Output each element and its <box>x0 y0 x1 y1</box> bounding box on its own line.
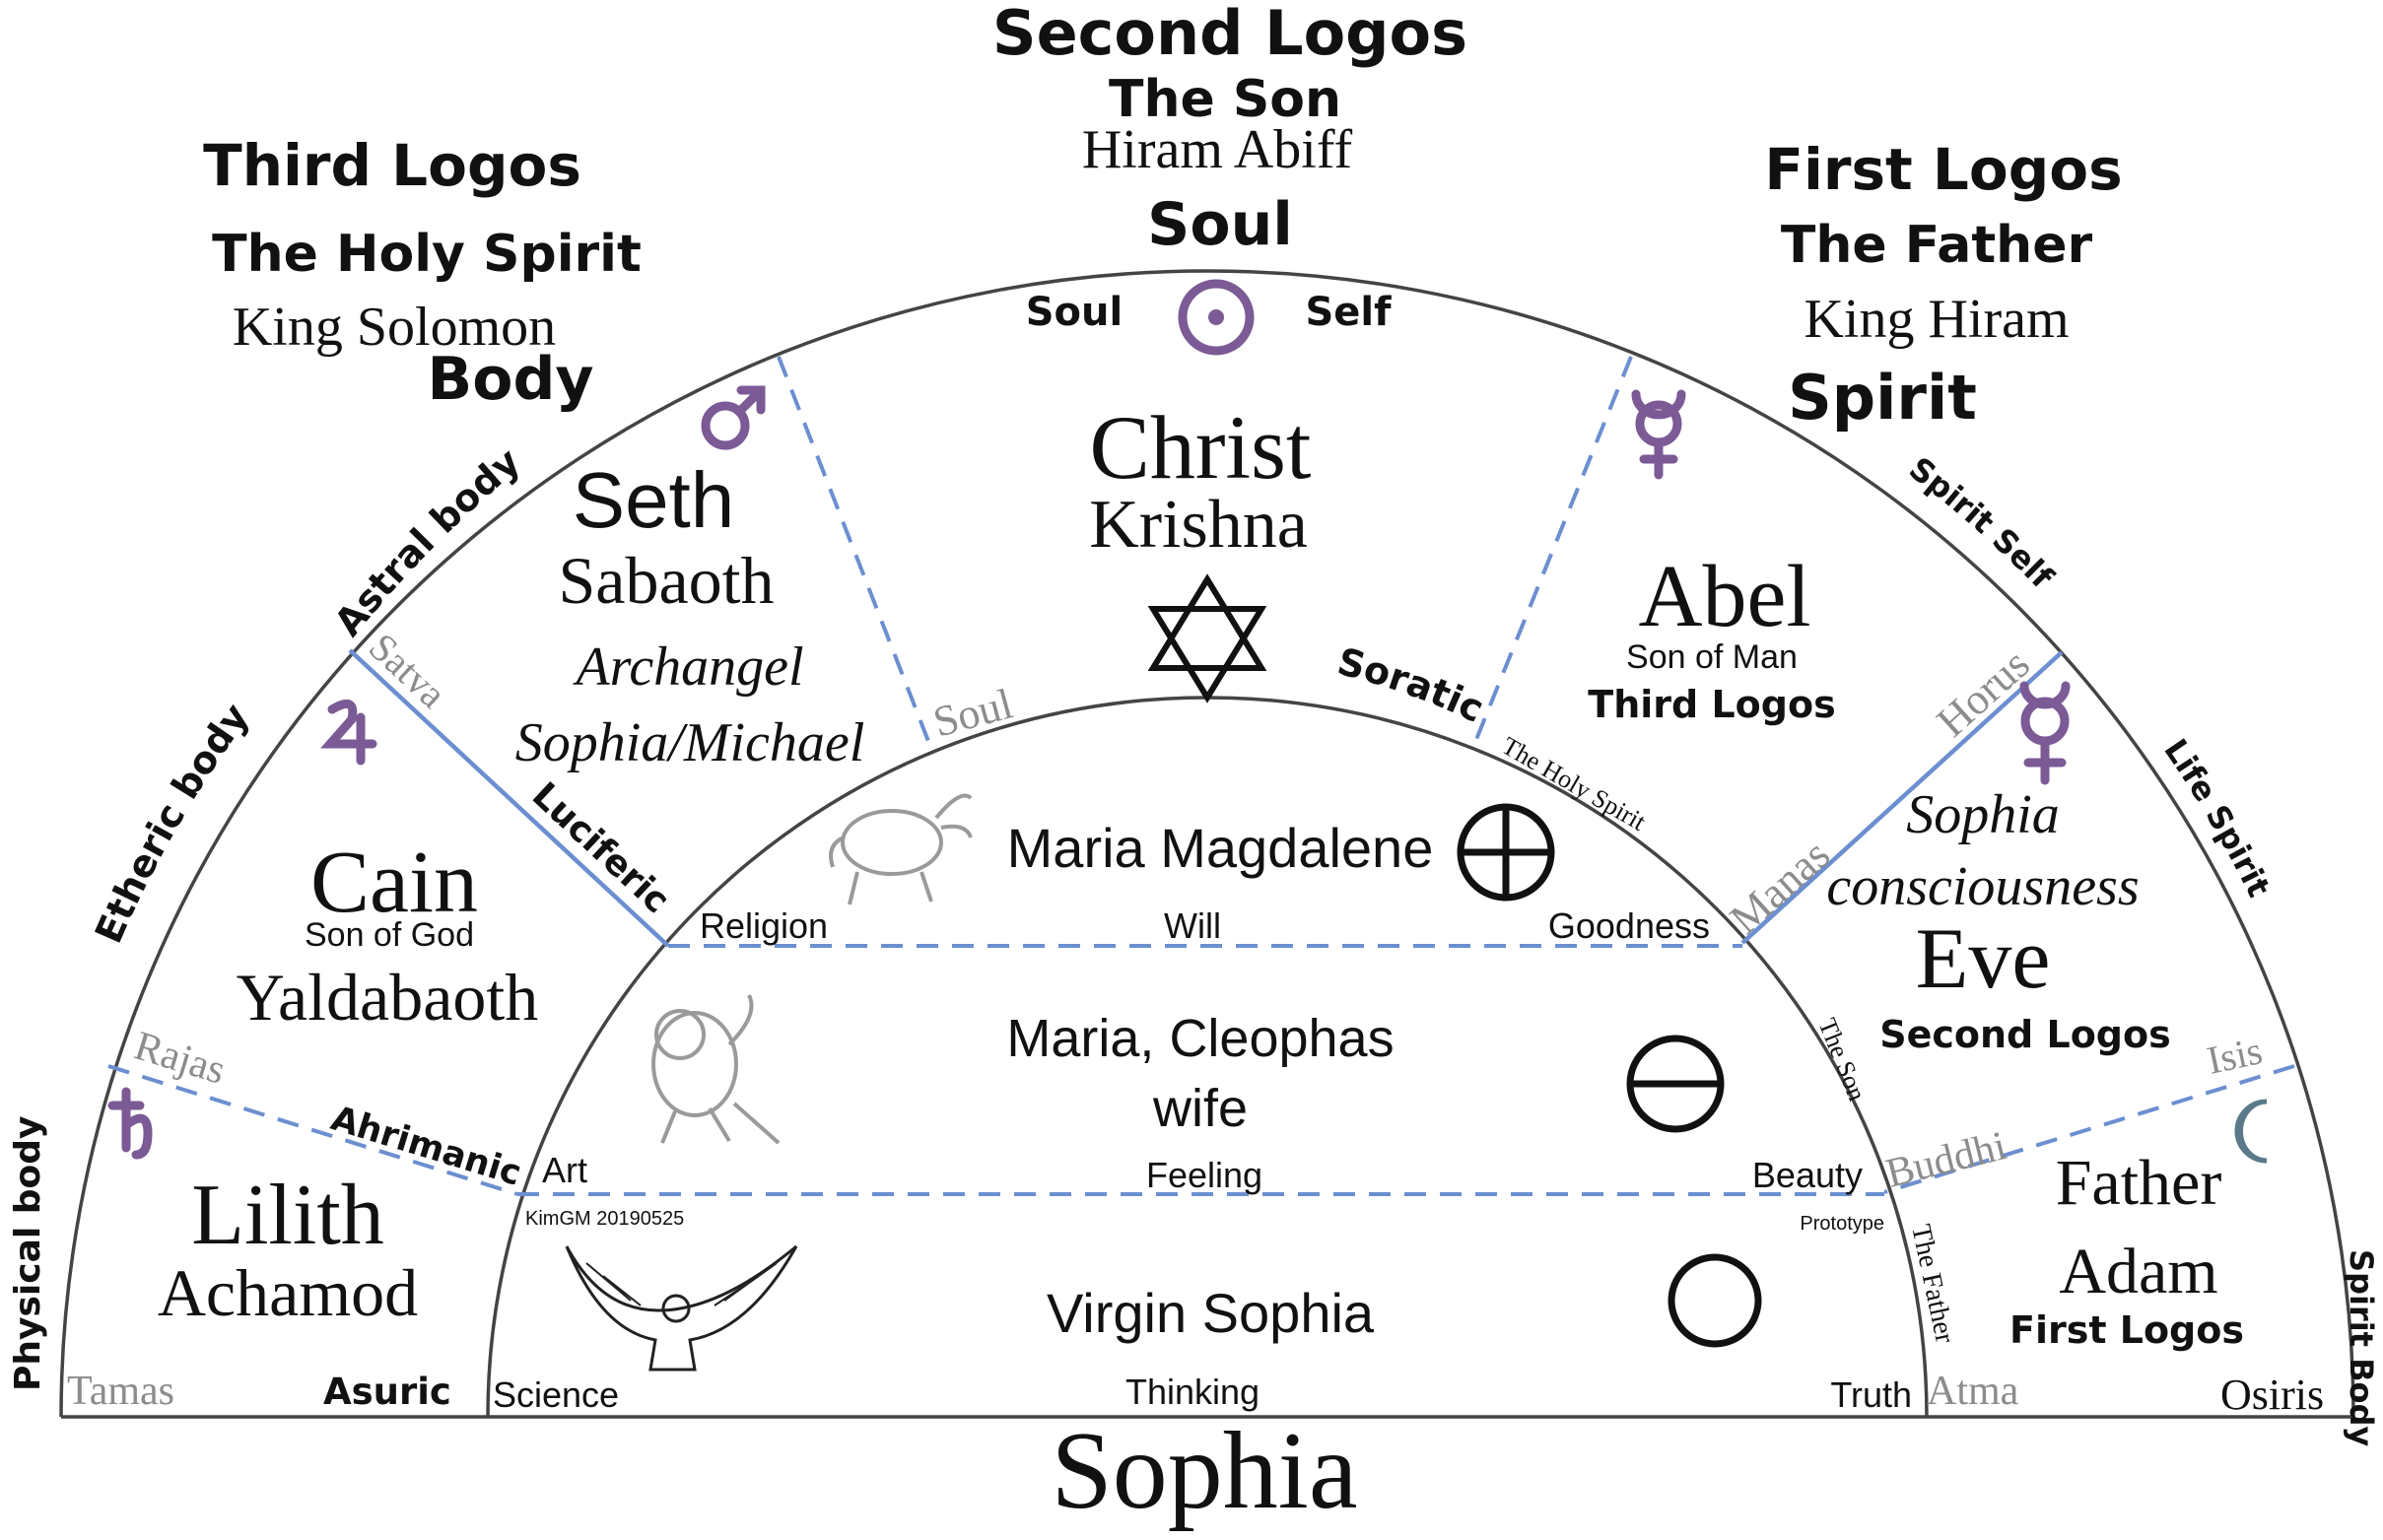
cain-sub: Son of God <box>305 916 474 954</box>
label-soratic: Soratic <box>1333 639 1491 731</box>
band2-right: Beauty <box>1752 1155 1863 1195</box>
inner-band-feeling: Maria, Cleophas wife Art Feeling Beauty <box>542 994 1863 1195</box>
band1-title: Maria Magdalene <box>1007 817 1434 879</box>
theta-circle-icon <box>1626 1035 1725 1133</box>
label-spirit-body: Spirit Body <box>2343 1249 2380 1446</box>
outer-arc <box>59 269 2355 1418</box>
first-logos-name: King Hiram <box>1804 289 2069 350</box>
band1-left: Religion <box>700 905 828 946</box>
first-logos-aspect: Spirit <box>1788 362 1977 434</box>
seth-alt: Sabaoth <box>558 543 774 618</box>
dividers <box>107 356 2295 1196</box>
earth-cross-icon <box>1457 803 1555 902</box>
eve-logos: Second Logos <box>1879 1013 2171 1056</box>
band2-line2: wife <box>1152 1079 1248 1138</box>
header-third-logos: Third Logos The Holy Spirit King Solomon… <box>203 132 642 414</box>
band3-center: Thinking <box>1125 1372 1260 1412</box>
header-second-logos: Second Logos The Son Hiram Abiff Soul <box>992 0 1467 259</box>
second-logos-title: Second Logos <box>992 0 1467 69</box>
venus-symbol <box>2019 681 2071 785</box>
seth-line2: Sophia/Michael <box>515 712 865 773</box>
band1-center: Will <box>1164 905 1221 946</box>
star-of-david-icon <box>1147 573 1267 703</box>
cain-alt: Yaldabaoth <box>237 960 539 1035</box>
label-astral-body: Astral body <box>326 439 529 644</box>
label-tamas: Tamas <box>67 1369 174 1414</box>
mercury-symbol <box>1631 389 1686 480</box>
prototype-label: Prototype <box>1800 1213 1884 1235</box>
band2-left: Art <box>542 1150 587 1190</box>
label-osiris: Osiris <box>2220 1371 2324 1419</box>
credit-label: KimGM 20190525 <box>525 1208 684 1230</box>
inner-band-will: Maria Magdalene Religion Will Goodness <box>700 793 1710 946</box>
moon-symbol <box>2234 1099 2268 1164</box>
divider-rajas-ahrimanic <box>107 1064 518 1196</box>
label-isis: Isis <box>2204 1028 2267 1083</box>
inner-band-thinking: Virgin Sophia Science Thinking Truth Kim… <box>493 1208 1912 1415</box>
abel-name: Abel <box>1639 548 1811 645</box>
first-logos-title: First Logos <box>1764 136 2122 203</box>
seth-line1: Archangel <box>572 636 803 698</box>
label-buddhi: Buddhi <box>1881 1123 2010 1197</box>
header-first-logos: First Logos The Father King Hiram Spirit <box>1764 136 2122 434</box>
second-logos-name: Hiram Abiff <box>1082 119 1353 180</box>
label-soul-inner: Soul <box>928 679 1018 746</box>
divider-isis-buddhi <box>1883 1064 2295 1194</box>
top-label-soul: Soul <box>1026 290 1123 335</box>
christ-alt: Krishna <box>1089 487 1308 563</box>
christ-name: Christ <box>1090 397 1312 498</box>
sun-symbol <box>1178 279 1255 356</box>
band2-line1: Maria, Cleophas <box>1006 1009 1394 1068</box>
abel-sub: Son of Man <box>1626 638 1798 676</box>
label-manas: Manas <box>1721 831 1839 944</box>
band3-left: Science <box>493 1374 619 1415</box>
abel-logos: Third Logos <box>1588 683 1835 726</box>
divider-horus-manas <box>1740 650 2064 945</box>
circle-icon <box>1668 1253 1762 1348</box>
seth-name: Seth <box>573 456 735 544</box>
top-label-self: Self <box>1305 290 1392 335</box>
band3-right: Truth <box>1830 1374 1912 1415</box>
label-atma: Atma <box>1927 1369 2019 1414</box>
eve-line1: Sophia <box>1906 784 2060 845</box>
lilith-alt: Achamod <box>158 1255 418 1330</box>
eagle-icon <box>565 1244 798 1372</box>
saturn-symbol <box>107 1087 153 1160</box>
label-the-son: The Son <box>1812 1014 1872 1105</box>
first-logos-sub: The Father <box>1781 216 2093 275</box>
label-luciferic: Luciferic <box>524 775 677 921</box>
band2-center: Feeling <box>1146 1155 1262 1195</box>
label-etheric-body: Etheric body <box>87 696 257 950</box>
label-rajas: Rajas <box>129 1024 231 1094</box>
divider-satva-luciferic <box>348 648 670 948</box>
label-the-holy-spirit: The Holy Spirit <box>1497 731 1652 837</box>
cain-name: Cain <box>310 834 478 931</box>
lion-icon <box>651 994 781 1145</box>
second-logos-sub: The Son <box>1109 70 1341 129</box>
eve-name: Eve <box>1916 911 2051 1007</box>
third-logos-aspect: Body <box>427 345 593 414</box>
third-logos-name: King Solomon <box>233 297 556 358</box>
bull-icon <box>829 793 973 905</box>
third-logos-sub: The Holy Spirit <box>212 225 642 284</box>
band3-title: Virgin Sophia <box>1047 1282 1375 1344</box>
label-physical-body: Physical body <box>8 1116 48 1392</box>
third-logos-title: Third Logos <box>203 132 581 199</box>
jupiter-symbol <box>320 699 377 766</box>
mars-symbol <box>701 385 766 450</box>
footer-title: Sophia <box>1051 1410 1357 1532</box>
adam-line2: Adam <box>2059 1236 2217 1307</box>
band1-right: Goodness <box>1548 905 1710 946</box>
adam-logos: First Logos <box>2009 1308 2244 1352</box>
second-logos-aspect: Soul <box>1147 190 1293 259</box>
adam-line1: Father <box>2056 1147 2222 1219</box>
lilith-name: Lilith <box>191 1168 384 1263</box>
label-asuric: Asuric <box>323 1371 451 1413</box>
eve-line2: consciousness <box>1826 856 2139 917</box>
